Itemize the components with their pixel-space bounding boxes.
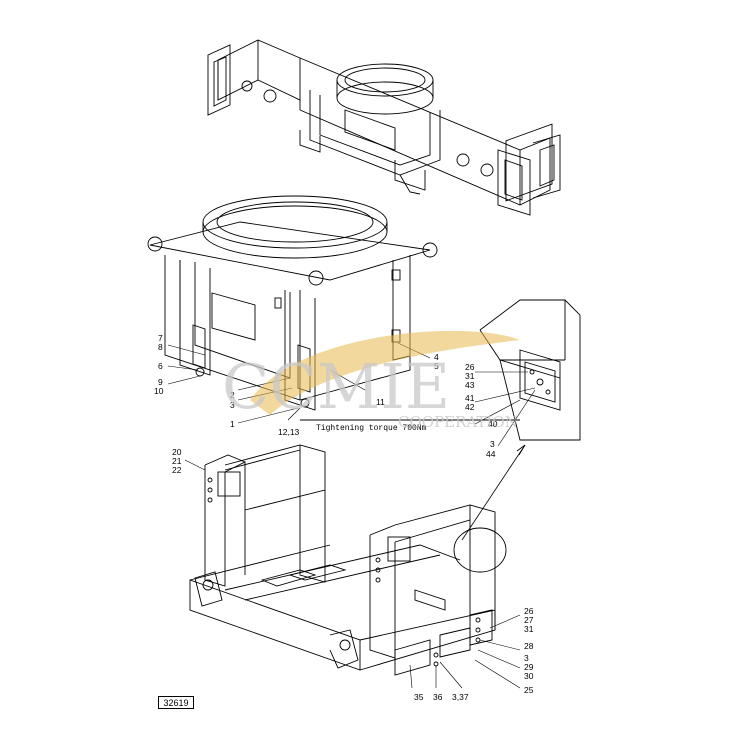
callout-3: 3 bbox=[230, 400, 235, 410]
callout-2: 2 bbox=[230, 390, 235, 400]
callout-29: 29 bbox=[524, 662, 534, 672]
callout-3-bottom: 3 bbox=[524, 653, 529, 663]
ccmie-watermark: CCMIE COOPERATION bbox=[222, 330, 520, 431]
callout-21: 21 bbox=[172, 456, 182, 466]
watermark-subtitle: COOPERATION bbox=[398, 413, 518, 431]
callout-27: 27 bbox=[524, 615, 534, 625]
callout-6: 6 bbox=[158, 361, 163, 371]
callout-10: 10 bbox=[154, 386, 164, 396]
callout-labels: 7 8 6 9 10 2 3 1 12,13 11 4 5 26 31 43 4… bbox=[154, 333, 534, 702]
callout-40: 40 bbox=[488, 419, 498, 429]
bottom-base-frame-drawing bbox=[189, 444, 496, 676]
callout-7: 7 bbox=[158, 333, 163, 343]
callout-4: 4 bbox=[434, 352, 439, 362]
watermark-brand: CCMIE bbox=[222, 350, 450, 423]
callout-22: 22 bbox=[172, 465, 182, 475]
callout-28: 28 bbox=[524, 641, 534, 651]
callout-44: 44 bbox=[486, 449, 496, 459]
callout-41: 41 bbox=[465, 393, 475, 403]
callout-42: 42 bbox=[465, 402, 475, 412]
callout-11: 11 bbox=[376, 397, 385, 407]
callout-30: 30 bbox=[524, 671, 534, 681]
callout-43: 43 bbox=[465, 380, 475, 390]
top-axle-frame-drawing bbox=[207, 39, 561, 216]
callout-20: 20 bbox=[172, 447, 182, 457]
callout-3-37: 3,37 bbox=[452, 692, 469, 702]
torque-note: Tightening torque 700Nm bbox=[316, 424, 427, 433]
callout-26: 26 bbox=[465, 362, 475, 372]
callout-26-bottom: 26 bbox=[524, 606, 534, 616]
drawing-id-label: 32619 bbox=[158, 696, 194, 709]
middle-slewing-frame-drawing bbox=[147, 195, 520, 421]
callout-5: 5 bbox=[434, 361, 439, 371]
callout-8: 8 bbox=[158, 342, 163, 352]
callout-35: 35 bbox=[414, 692, 424, 702]
callout-31: 31 bbox=[465, 371, 475, 381]
callout-3-detail: 3 bbox=[490, 439, 495, 449]
callout-31-bottom: 31 bbox=[524, 624, 534, 634]
callout-25: 25 bbox=[524, 685, 534, 695]
callout-1: 1 bbox=[230, 419, 235, 429]
callout-36: 36 bbox=[433, 692, 443, 702]
watermark-swoosh bbox=[250, 330, 520, 415]
callout-9: 9 bbox=[158, 377, 163, 387]
callout-12-13: 12,13 bbox=[278, 427, 300, 437]
